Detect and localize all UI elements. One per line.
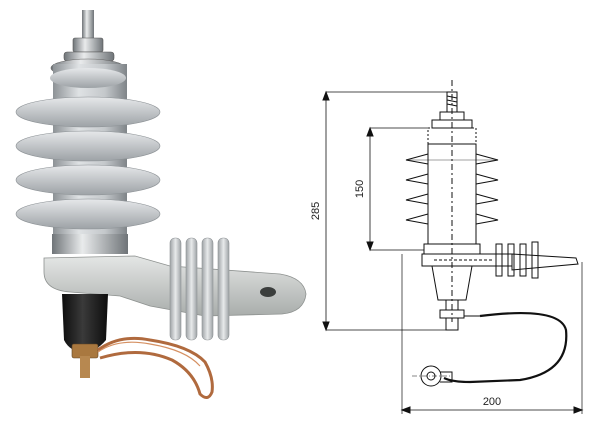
dim-housing-height bbox=[366, 126, 428, 252]
dim-total-height bbox=[322, 90, 448, 332]
drawing-ring-terminal bbox=[412, 365, 453, 387]
label-housing-height: 150 bbox=[354, 180, 366, 198]
bottom-band bbox=[52, 234, 128, 254]
dim-width bbox=[400, 254, 584, 414]
bottom-stud bbox=[80, 356, 90, 378]
drawing-bottom-terminal bbox=[439, 299, 480, 331]
bracket-hole bbox=[260, 287, 276, 297]
drawing-ground-wire bbox=[443, 311, 568, 384]
top-stud bbox=[82, 10, 94, 40]
drawing-lower-insulator bbox=[431, 265, 473, 301]
ground-wire bbox=[97, 336, 214, 399]
drawing-sheds bbox=[405, 153, 499, 225]
drawing-top-stud bbox=[431, 91, 473, 129]
label-width: 200 bbox=[483, 396, 501, 408]
drawing-fins bbox=[495, 241, 539, 279]
top-nut bbox=[72, 37, 104, 53]
surge-arrester-photo bbox=[15, 10, 307, 399]
bottom-nut bbox=[71, 343, 99, 359]
bracket-fins bbox=[169, 237, 230, 341]
technical-drawing bbox=[322, 80, 584, 414]
bottom-insulator bbox=[62, 294, 108, 352]
label-total-height: 285 bbox=[310, 202, 322, 220]
housing-sheds bbox=[15, 68, 161, 230]
